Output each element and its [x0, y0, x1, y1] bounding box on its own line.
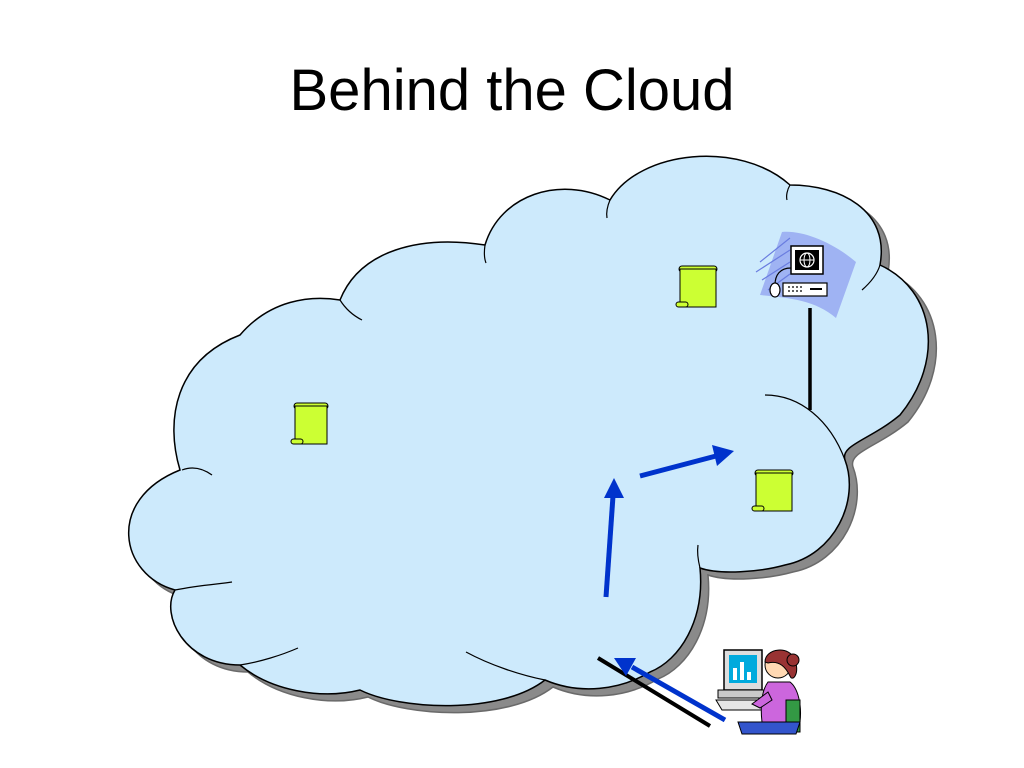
scroll-document-icon — [290, 402, 329, 445]
flow-arrow-into-cloud — [614, 658, 727, 723]
user-wire — [596, 656, 712, 728]
cloud — [127, 155, 930, 707]
person-at-computer-icon — [715, 649, 801, 735]
scroll-document-icon — [751, 469, 794, 512]
scroll-document-icon — [675, 265, 718, 308]
flow-arrow-up — [603, 478, 624, 598]
flow-arrow-right — [639, 445, 734, 479]
slide-title: Behind the Cloud — [289, 58, 735, 123]
web-server-computer-icon — [755, 231, 856, 318]
